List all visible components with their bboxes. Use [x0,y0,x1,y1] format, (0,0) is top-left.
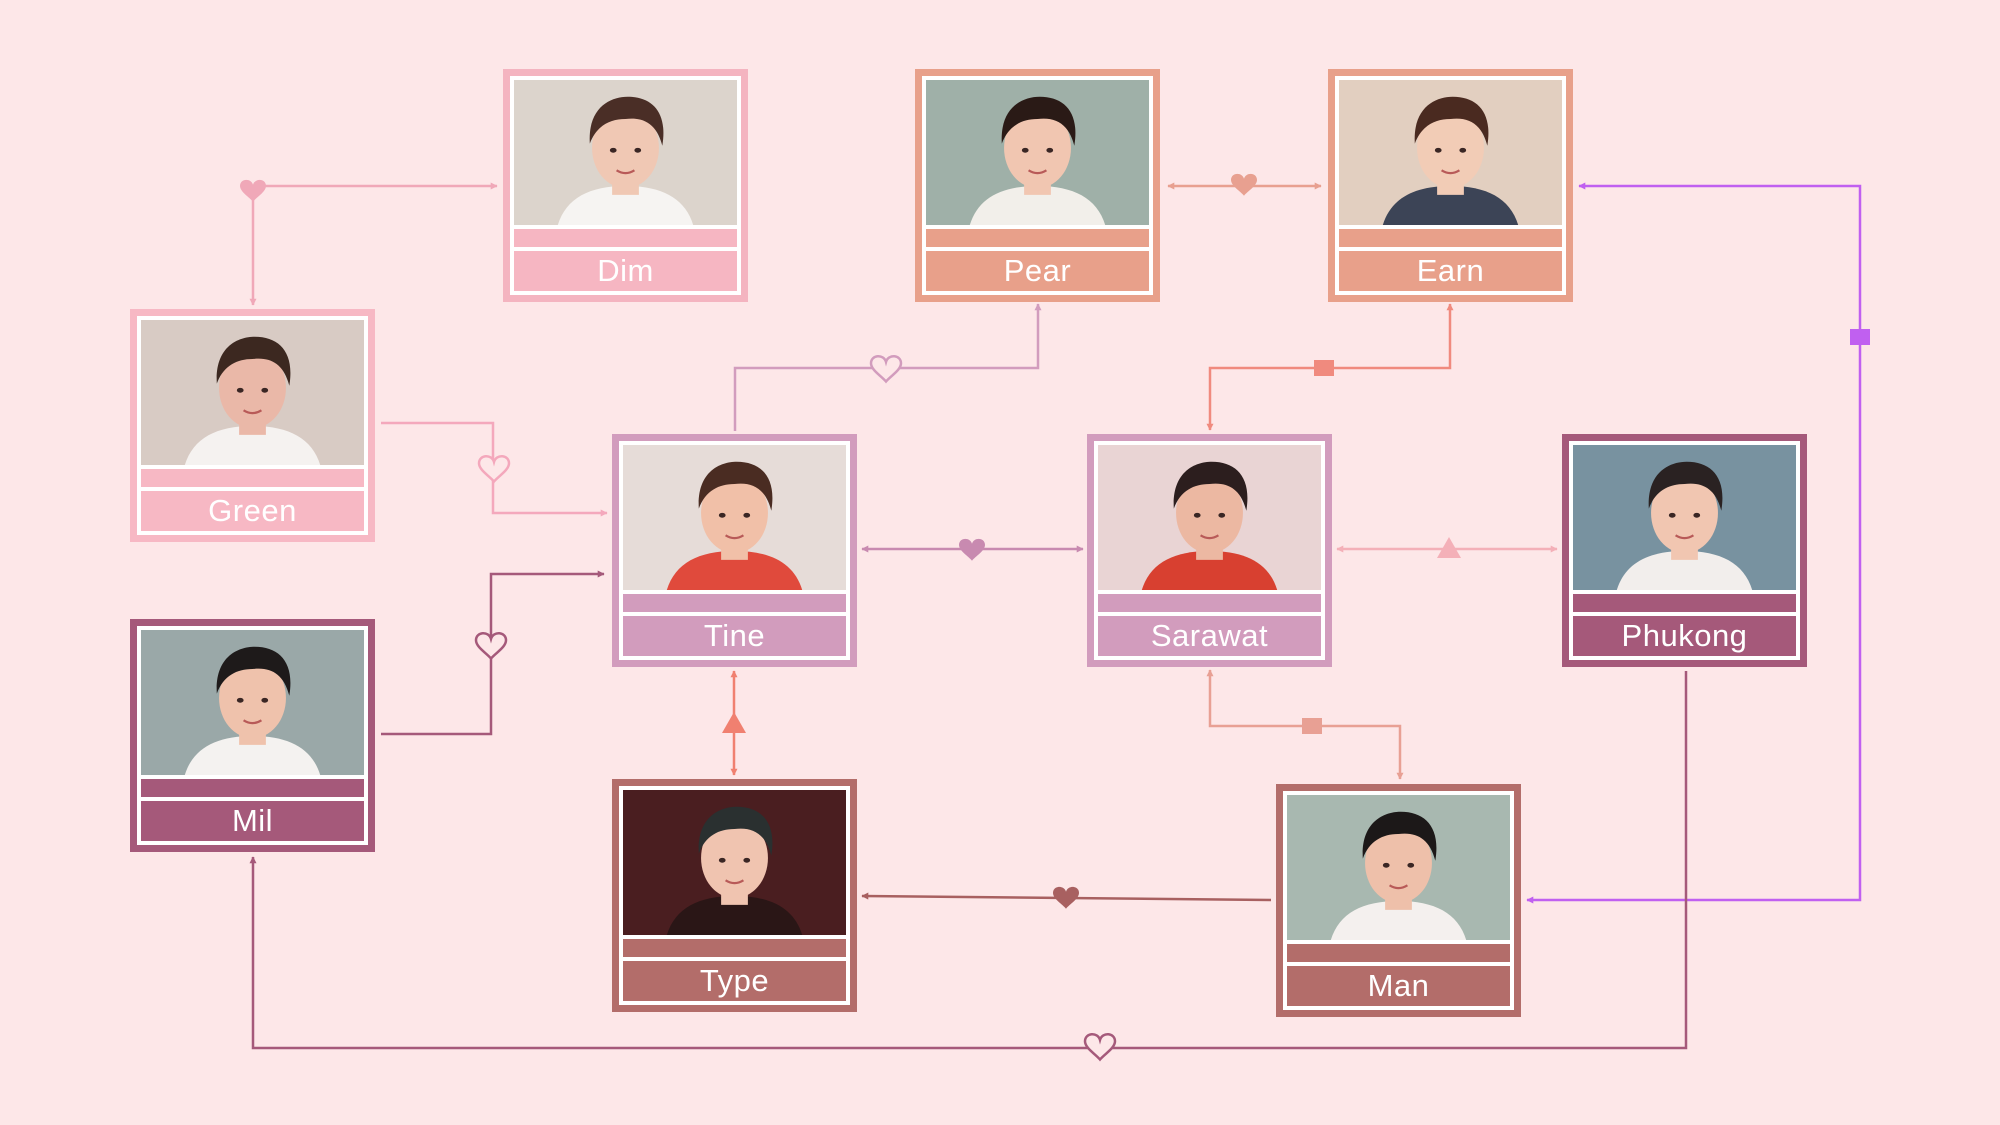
triangle-icon [1437,537,1461,558]
character-card-dim: Dim [503,69,748,302]
character-name: Tine [623,616,846,656]
character-card-earn: Earn [1328,69,1573,302]
portrait-photo [1098,445,1321,590]
character-name: Sarawat [1098,616,1321,656]
heart-outline-icon [477,455,511,484]
heart-filled-icon [240,179,266,202]
character-name: Man [1287,966,1510,1006]
character-card-green: Green [130,309,375,542]
character-name: Dim [514,251,737,291]
character-name: Pear [926,251,1149,291]
character-name: Type [623,961,846,1001]
card-stripe [514,229,737,247]
card-stripe [141,469,364,487]
portrait-photo [141,630,364,775]
character-card-sarawat: Sarawat [1087,434,1332,667]
triangle-icon [722,712,746,733]
portrait-photo [1339,80,1562,225]
relationship-line-dim-green [249,182,498,306]
relationship-line-phukong-mil [249,671,1688,1050]
card-stripe [141,779,364,797]
portrait-photo [623,445,846,590]
character-card-type: Type [612,779,857,1012]
heart-filled-icon [959,538,985,561]
character-card-pear: Pear [915,69,1160,302]
character-name: Green [141,491,364,531]
character-card-tine: Tine [612,434,857,667]
heart-filled-icon [1053,886,1079,909]
portrait-photo [514,80,737,225]
square-icon [1850,329,1870,345]
character-card-man: Man [1276,784,1521,1017]
portrait-photo [926,80,1149,225]
character-name: Mil [141,801,364,841]
card-stripe [1098,594,1321,612]
heart-filled-icon [1231,173,1257,196]
character-name: Phukong [1573,616,1796,656]
character-name: Earn [1339,251,1562,291]
relationship-line-earn-man [1526,182,1862,904]
character-card-phukong: Phukong [1562,434,1807,667]
card-stripe [1573,594,1796,612]
heart-outline-icon [474,632,508,661]
portrait-photo [141,320,364,465]
square-icon [1302,718,1322,734]
card-stripe [623,939,846,957]
square-icon [1314,360,1334,376]
portrait-photo [1573,445,1796,590]
portrait-photo [1287,795,1510,940]
portrait-photo [623,790,846,935]
card-stripe [1339,229,1562,247]
heart-outline-icon [1083,1033,1117,1062]
card-stripe [1287,944,1510,962]
card-stripe [926,229,1149,247]
heart-outline-icon [869,355,903,384]
character-card-mil: Mil [130,619,375,852]
card-stripe [623,594,846,612]
